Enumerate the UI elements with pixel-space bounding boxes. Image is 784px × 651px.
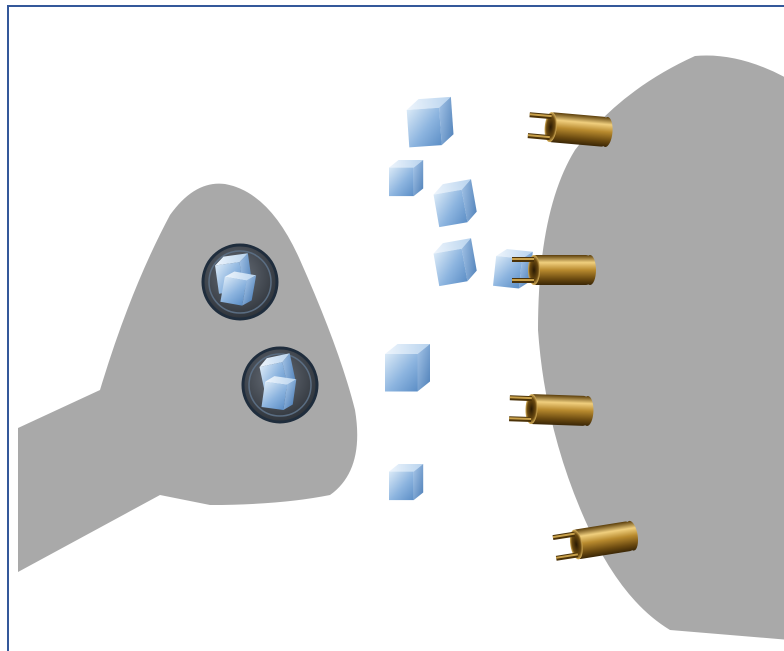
cube-1 <box>406 97 454 148</box>
vesicle-2 <box>243 348 317 422</box>
cube-7 <box>389 464 423 500</box>
vesicle-1 <box>203 245 277 319</box>
cube-5 <box>493 248 533 290</box>
cube-6 <box>385 344 430 392</box>
cube-2 <box>389 160 423 196</box>
